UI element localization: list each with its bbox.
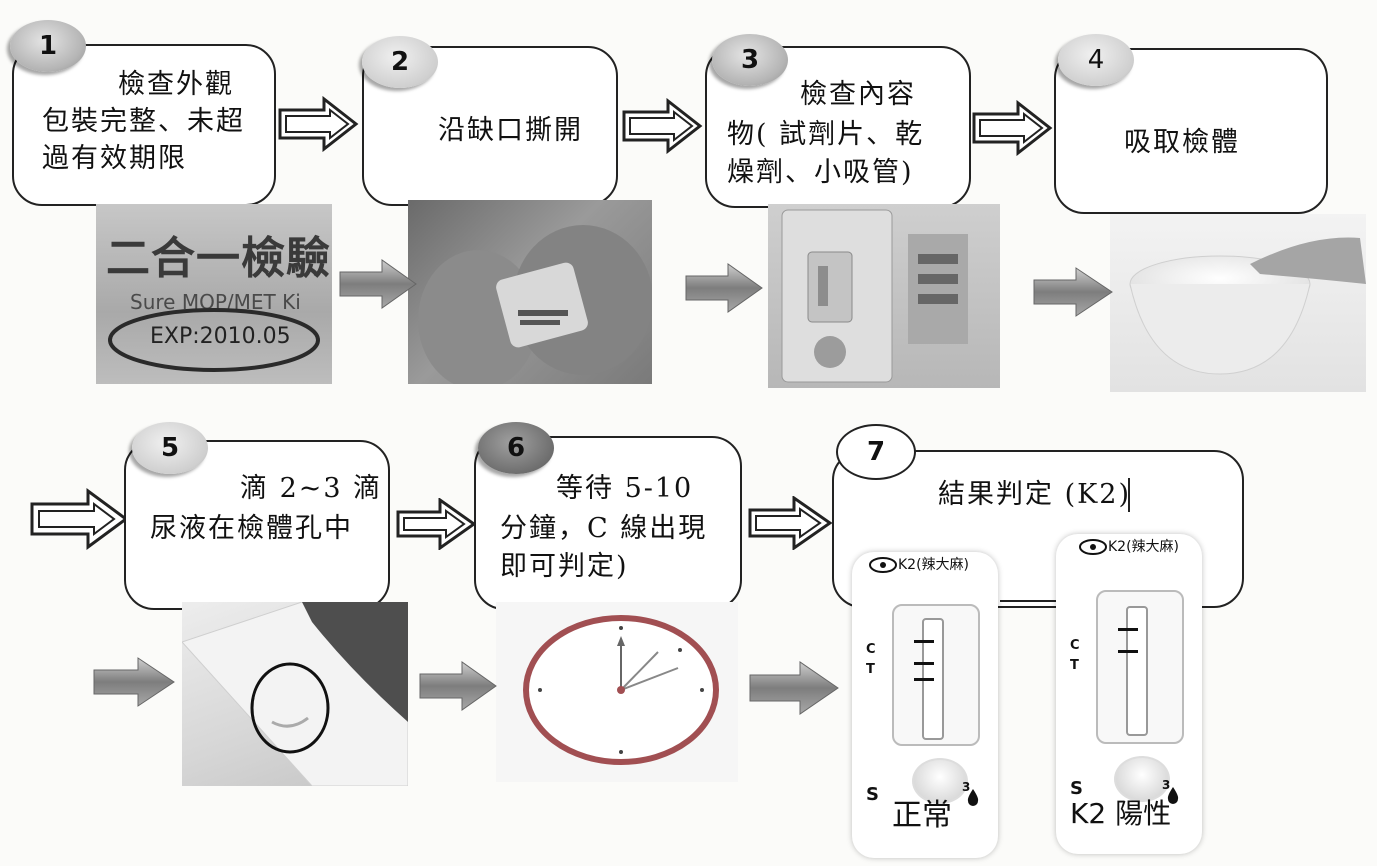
- photo-sample-cup: [1110, 214, 1366, 392]
- photo-package-label: 二合一檢驗試 Sure MOP/MET Ki EXP:2010.05: [96, 204, 332, 384]
- step-2-line1: 沿缺口撕開: [438, 115, 583, 146]
- package-title-text: 二合一檢驗試: [106, 233, 332, 284]
- gray-arrow-right-icon: [1033, 267, 1113, 317]
- step-5-number: 5: [132, 422, 208, 474]
- c-line: [1118, 628, 1138, 631]
- result-positive-label: K2 陽性: [1070, 797, 1172, 830]
- step-6-line1: 等待 5-10: [556, 473, 694, 504]
- step-1-number: 1: [10, 20, 86, 72]
- s-marker-label: S: [1070, 778, 1083, 799]
- step-4-line1: 吸取檢體: [1124, 127, 1240, 158]
- step-3-line1: 檢查內容: [800, 79, 916, 110]
- t-marker-label: T: [866, 662, 875, 677]
- s-marker-label: S: [866, 784, 879, 805]
- step-1-line3: 過有效期限: [42, 143, 187, 174]
- brand-logo-icon: [869, 557, 897, 573]
- step-5-line2: 尿液在檢體孔中: [150, 513, 353, 544]
- result-window: [1096, 590, 1184, 744]
- gray-arrow-right-icon: [93, 657, 175, 707]
- text-cursor: [1128, 478, 1130, 512]
- result-window: [892, 604, 980, 746]
- hollow-arrow-right-icon: [972, 100, 1053, 156]
- step-6-line2: 分鐘，C 線出現: [500, 513, 708, 544]
- photo-dropping-sample: [182, 602, 408, 786]
- c-marker-label: C: [1070, 638, 1080, 653]
- t-marker-label: T: [1070, 658, 1079, 673]
- gray-arrow-right-icon: [685, 263, 763, 313]
- drop-icon: [1167, 787, 1179, 804]
- photo-kit-contents: [768, 204, 1000, 388]
- step-5-line1: 滴 2~3 滴: [240, 473, 383, 504]
- c-marker-label: C: [866, 642, 876, 657]
- gray-arrow-right-icon: [339, 259, 417, 309]
- drop-icon: [967, 789, 979, 806]
- photo-tearing-pouch: [408, 200, 652, 384]
- step-4-number: 4: [1058, 34, 1134, 86]
- clock-icon: [523, 615, 719, 765]
- hollow-arrow-right-icon: [278, 96, 359, 152]
- photo-clock: [496, 602, 738, 782]
- hollow-arrow-right-icon: [396, 498, 476, 550]
- brand-logo-icon: [1079, 539, 1107, 555]
- expiry-highlight-ellipse: [108, 308, 320, 372]
- brand-label: K2(辣大麻): [898, 557, 970, 573]
- step-6-line3: 即可判定): [500, 551, 629, 582]
- t-line-k2: [914, 662, 934, 665]
- hollow-arrow-right-icon: [748, 496, 832, 550]
- hollow-arrow-right-icon: [622, 98, 703, 154]
- t-line-extra: [914, 678, 934, 681]
- step-3-number: 3: [712, 34, 788, 86]
- step-1-line2: 包裝完整、未超: [42, 106, 245, 137]
- drop-count-label: 3: [962, 780, 971, 794]
- c-line: [914, 640, 934, 643]
- step-6-number: 6: [478, 422, 554, 474]
- step-7-line1: 結果判定 (K2): [938, 479, 1131, 510]
- step-3-line3: 燥劑、小吸管): [727, 157, 914, 188]
- step-1-line1: 檢查外觀: [118, 69, 234, 100]
- result-normal-label: 正常: [892, 798, 952, 833]
- test-strip: [1126, 606, 1148, 736]
- drop-count-label: 3: [1162, 778, 1171, 792]
- brand-label: K2(辣大麻): [1108, 539, 1180, 555]
- step-7-number: 7: [836, 424, 916, 480]
- test-cassette-normal: K2(辣大麻) C T S 3 正常: [852, 552, 998, 858]
- box-bottom-line: [1000, 600, 1056, 602]
- step-3-line2: 物( 試劑片、乾: [727, 119, 925, 150]
- test-cassette-positive: K2(辣大麻) C T S 3 K2 陽性: [1056, 534, 1202, 854]
- t-line-k2: [1118, 650, 1138, 653]
- sample-well: [1114, 756, 1170, 802]
- step-2-number: 2: [362, 36, 438, 88]
- package-expiry-text: EXP:2010.05: [150, 324, 291, 349]
- gray-arrow-right-icon: [419, 661, 497, 711]
- sample-well: [912, 758, 968, 804]
- gray-arrow-right-icon: [749, 661, 839, 715]
- hollow-arrow-right-icon: [30, 488, 129, 550]
